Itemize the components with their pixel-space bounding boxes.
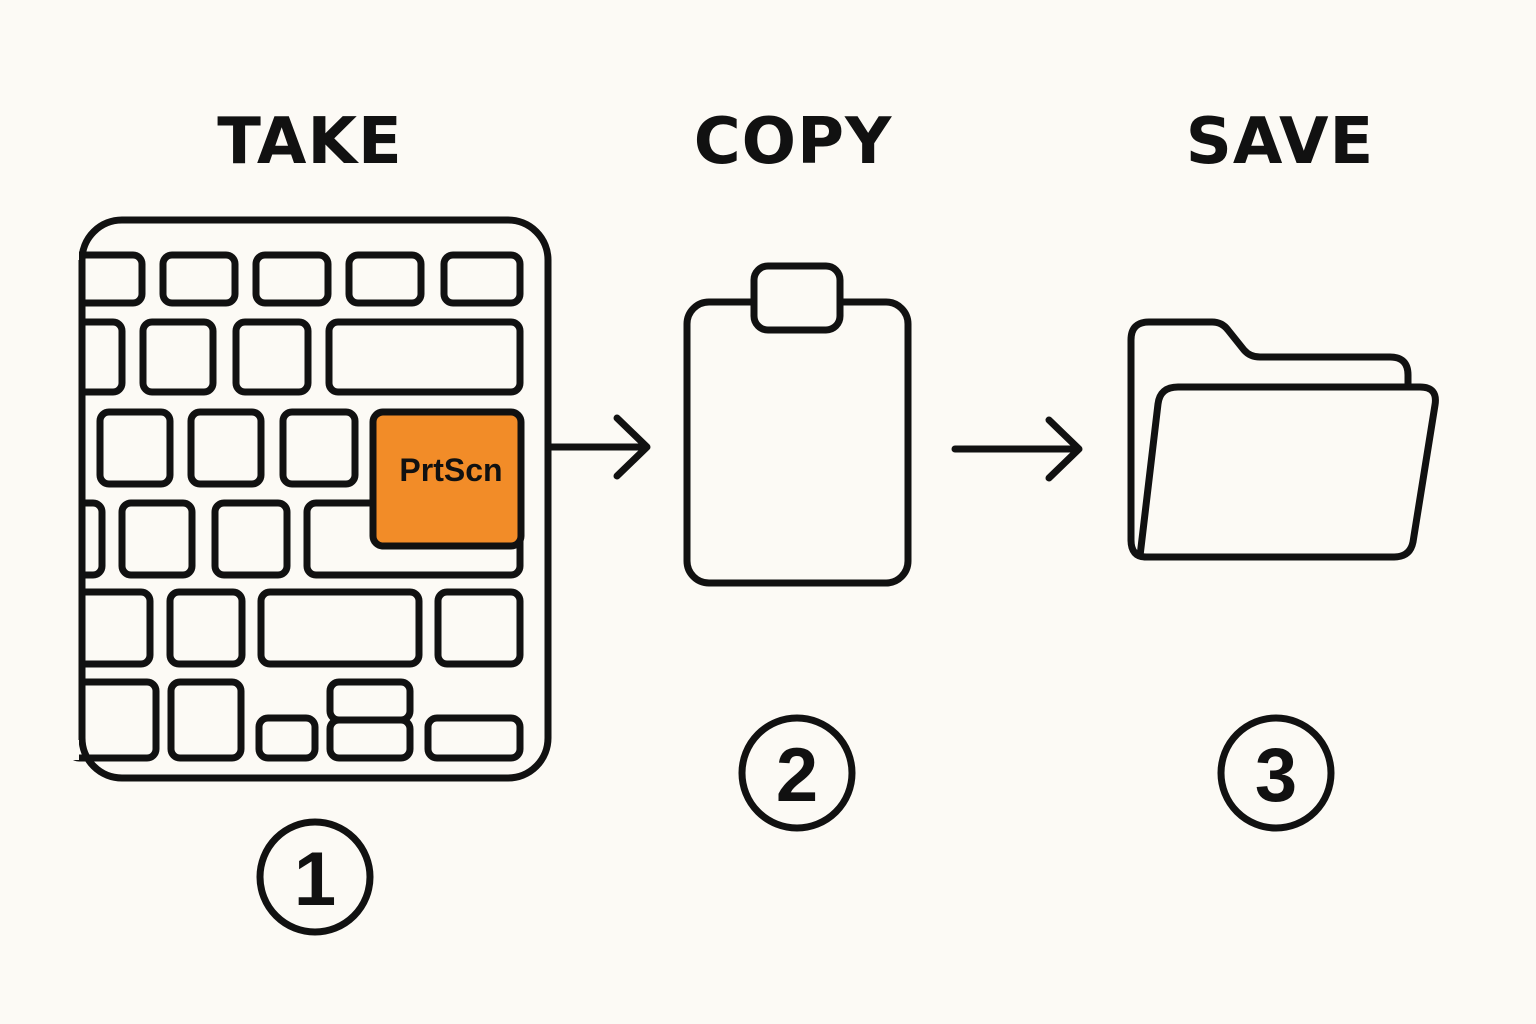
clipboard-icon (683, 262, 912, 587)
key (440, 251, 524, 307)
step-title-copy: COPY (693, 105, 893, 179)
key (166, 588, 246, 668)
arrow-right-icon (544, 414, 651, 480)
key (326, 716, 414, 762)
prtscn-key: PrtScn (369, 408, 525, 550)
key (279, 408, 359, 488)
key (257, 588, 423, 668)
key (326, 678, 414, 724)
key (118, 499, 196, 579)
step-title-save: SAVE (1185, 105, 1375, 179)
step-number-2: 2 (738, 714, 856, 832)
key (159, 251, 239, 307)
arrow-right-icon (951, 416, 1083, 482)
key (96, 408, 174, 488)
key (434, 588, 524, 668)
step-number-3-label: 3 (1255, 733, 1297, 818)
key (325, 318, 524, 396)
key (424, 714, 524, 762)
step-title-take: TAKE (217, 105, 403, 179)
key (167, 678, 245, 762)
folder-icon (1127, 318, 1439, 561)
step-number-1: 1 (256, 818, 374, 936)
key (232, 318, 312, 396)
step-number-3: 3 (1217, 714, 1335, 832)
step-number-2-label: 2 (776, 733, 818, 818)
keyboard-icon (66, 216, 552, 782)
key (139, 318, 217, 396)
key (255, 714, 319, 762)
key (345, 251, 425, 307)
prtscn-key-label: PrtScn (399, 452, 502, 488)
key (252, 251, 332, 307)
key (211, 499, 291, 579)
key (187, 408, 265, 488)
step-number-1-label: 1 (294, 837, 336, 922)
